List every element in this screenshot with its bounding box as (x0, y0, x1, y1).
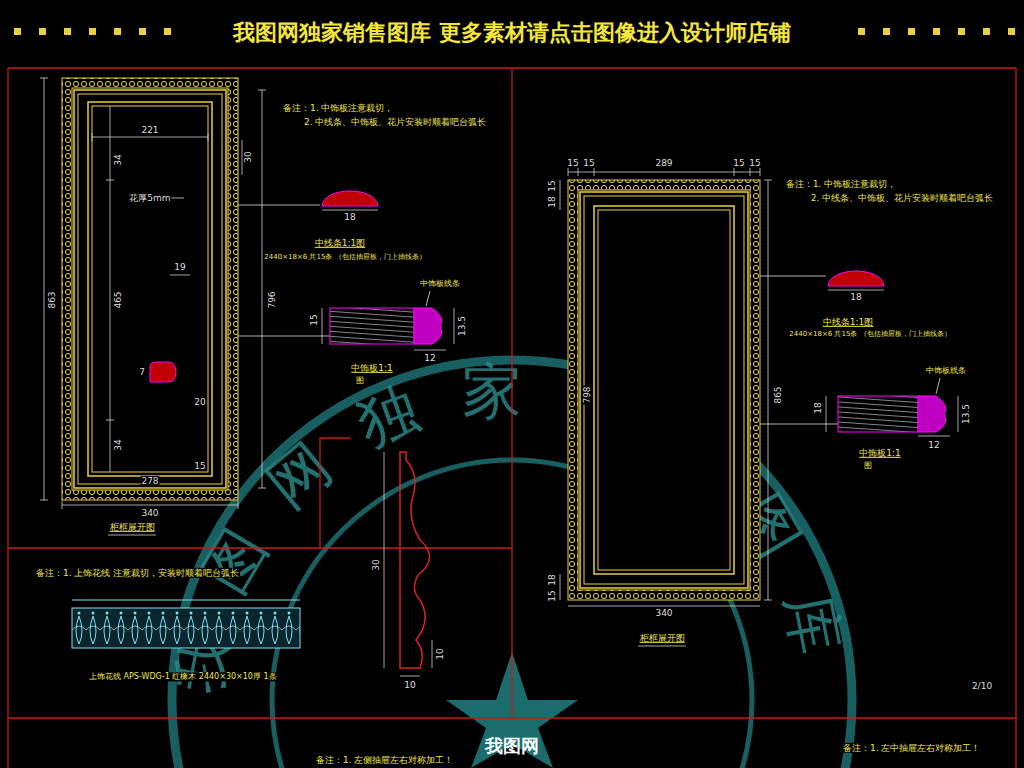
note-text: 备注：1. 中饰板注意裁切， (785, 180, 897, 190)
dimension-text: 15 (309, 313, 319, 326)
dimension-text: 10 (435, 647, 445, 660)
sheet-border (8, 68, 1016, 768)
dimension-text: 340 (654, 608, 673, 618)
dimension-text: 865 (773, 385, 783, 404)
dimension-text: 15 (582, 158, 595, 168)
part-name: 中饰板线条 (419, 279, 461, 288)
dimension-text: 15 (547, 589, 557, 602)
view-title: 中饰板1:1 (858, 448, 901, 458)
dimension-text: 798 (582, 385, 592, 404)
view-title: 图 (355, 376, 365, 385)
watermark-logo: 我图网 (484, 736, 540, 757)
dimension-text: 18 (813, 401, 823, 414)
dimension-text: 15 (193, 461, 206, 471)
note-text: 备注：1. 上饰花线 注意裁切，安装时顺着吧台弧长 (35, 568, 240, 578)
frame-elevation-left (62, 78, 238, 500)
dimension-text: 7 (138, 367, 146, 377)
dimension-text: 278 (140, 476, 159, 486)
dimension-text: 863 (47, 290, 57, 309)
view-title: 中饰板1:1 (350, 363, 393, 373)
view-title: 中线条1:1图 (314, 238, 366, 248)
part-name: 中饰板线条 (925, 366, 967, 375)
dimension-text: 34 (113, 153, 123, 166)
dimension-text: 289 (654, 158, 673, 168)
dimension-text: 15 (547, 179, 557, 192)
frame-elevation-right (568, 180, 760, 600)
banner-title: 我图网独家销售图库 更多素材请点击图像进入设计师店铺 (233, 20, 791, 46)
dimension-text: 18 (343, 212, 356, 222)
view-title: 柜框展开图 (639, 633, 686, 643)
dimension-text: 19 (173, 262, 186, 272)
dimension-text: 20 (193, 397, 206, 407)
dimension-text: 796 (267, 290, 277, 309)
note-text: 备注：1. 左侧抽屉左右对称加工！ (315, 755, 454, 765)
spec-text: 2440×18×6 共15条 （包括抽屉板，门上抽线条） (263, 253, 426, 261)
view-title: 柜框展开图 (109, 522, 156, 532)
note-text: 2. 中线条、中饰板、花片安装时顺着吧台弧长 (810, 194, 994, 204)
dimension-text: 12 (927, 440, 940, 450)
dimension-text: 221 (140, 125, 159, 135)
dimension-text: 340 (140, 508, 159, 518)
dimension-text: 30 (371, 558, 381, 571)
note-text: 备注：1. 左中抽屉左右对称加工！ (842, 743, 981, 753)
dimension-text: 15 (566, 158, 579, 168)
dimension-text: 18 (849, 292, 862, 302)
dimension-text: 10 (403, 680, 416, 690)
dimension-text: 13.5 (457, 315, 467, 337)
view-title: 图 (863, 461, 873, 470)
dimension-text: 18 (547, 573, 557, 586)
dimension-lines (40, 78, 958, 676)
dimension-text: 15 (748, 158, 761, 168)
view-title: 中线条1:1图 (822, 317, 874, 327)
dimension-text: 465 (113, 290, 123, 309)
dimension-text: 18 (547, 195, 557, 208)
note-text: 2. 中线条、中饰板、花片安装时顺着吧台弧长 (303, 117, 487, 127)
dimension-text: 30 (243, 150, 253, 163)
spec-text: 上饰花线 APS-WDG-1 红橡木 2440×30×10厚 1条 (88, 672, 278, 681)
profile-sections-right (828, 271, 946, 432)
note-text: 备注：1. 中饰板注意裁切， (282, 103, 394, 113)
profile-sections-left (72, 191, 442, 668)
dimension-text: 13.5 (961, 403, 971, 425)
dimension-text: 12 (423, 353, 436, 363)
spec-text: 2440×18×6 共15条 （包括抽屉板，门上抽线条） (788, 330, 951, 338)
sheet-number: 2/10 (971, 681, 993, 691)
dimension-text: 15 (732, 158, 745, 168)
dimension-text: 花厚5mm (128, 193, 171, 203)
dimension-text: 34 (113, 438, 123, 451)
